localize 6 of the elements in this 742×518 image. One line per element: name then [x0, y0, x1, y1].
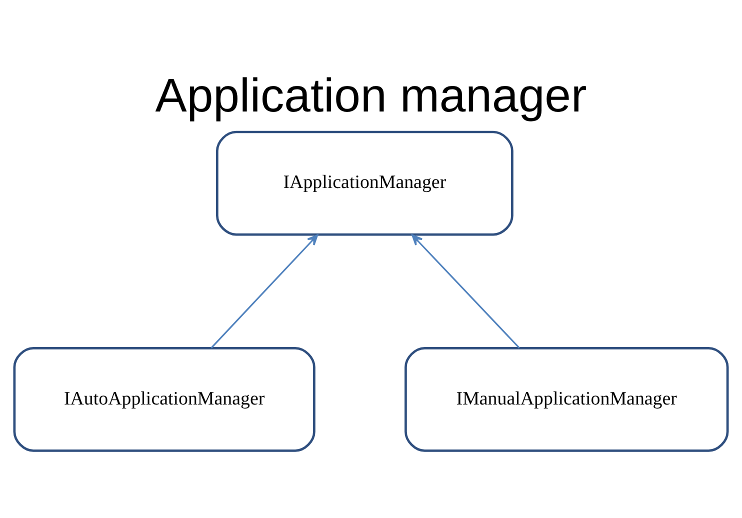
- diagram-title: Application manager: [155, 69, 587, 122]
- arrow: [210, 234, 318, 348]
- node-box: IManualApplicationManager: [404, 346, 729, 452]
- node-box: IApplicationManager: [216, 130, 514, 236]
- arrow: [412, 234, 520, 348]
- node-box: IAutoApplicationManager: [13, 346, 316, 452]
